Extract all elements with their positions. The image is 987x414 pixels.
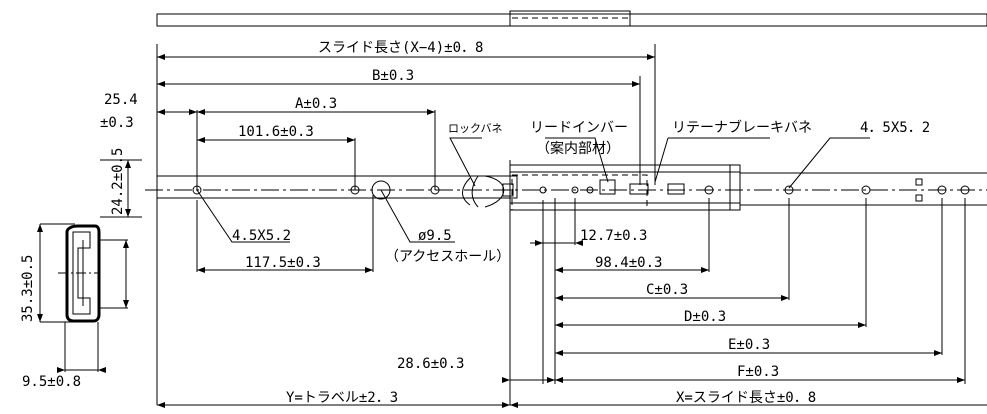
label-c: C±0.3 bbox=[646, 282, 688, 298]
arrowhead bbox=[123, 300, 129, 308]
arrowhead bbox=[197, 109, 205, 115]
label-slot-left: 4.5X5.2 bbox=[232, 228, 291, 244]
label-access-hole: （アクセスホール） bbox=[385, 249, 510, 265]
arrowhead bbox=[781, 295, 789, 301]
label-access-hole-dia: ø9.5 bbox=[418, 228, 452, 244]
label-e: E±0.3 bbox=[728, 337, 770, 353]
dimension-labels: スライド長さ(X−4)±0．8 B±0.3 A±0.3 25.4 ±0.3 10… bbox=[20, 40, 930, 406]
arrowhead bbox=[189, 109, 197, 115]
arrowhead bbox=[427, 109, 435, 115]
arrowhead bbox=[535, 240, 543, 246]
arrowhead bbox=[125, 160, 131, 168]
label-x-slide: X=スライド長さ±0．8 bbox=[676, 390, 816, 406]
holes bbox=[192, 180, 970, 200]
label-25-4: 25.4 bbox=[104, 92, 138, 108]
label-24-2: 24.2±0.5 bbox=[110, 148, 126, 215]
cross-section-profile bbox=[58, 224, 128, 323]
arrowheads bbox=[37, 54, 965, 408]
label-25-4-tol: ±0.3 bbox=[100, 115, 134, 131]
arrowhead bbox=[555, 267, 563, 273]
label-lead-in-bar: リードインバー bbox=[530, 120, 628, 136]
arrowhead bbox=[57, 367, 65, 373]
arrowhead bbox=[858, 322, 866, 328]
arrowhead bbox=[510, 402, 518, 408]
arrowhead bbox=[647, 54, 655, 60]
leader-lines bbox=[196, 137, 870, 243]
arrowhead bbox=[123, 240, 129, 248]
arrowhead bbox=[157, 81, 165, 87]
label-28-6: 28.6±0.3 bbox=[397, 356, 464, 372]
arrowhead bbox=[701, 267, 709, 273]
label-guide-member: （案内部材） bbox=[536, 140, 620, 157]
arrowhead bbox=[575, 240, 583, 246]
label-d: D±0.3 bbox=[684, 309, 726, 325]
arrowhead bbox=[197, 267, 205, 273]
label-retainer-brake-spring: リテーナブレーキバネ bbox=[672, 119, 812, 136]
arrowhead bbox=[197, 137, 205, 143]
label-lock-spring: ロックバネ bbox=[448, 122, 502, 135]
arrowhead bbox=[157, 109, 165, 115]
arrowhead bbox=[555, 377, 563, 383]
arrowhead bbox=[37, 224, 43, 232]
top-view-rail bbox=[156, 10, 987, 27]
side-view-rail bbox=[156, 164, 987, 211]
label-9-5: 9.5±0.8 bbox=[22, 374, 81, 390]
arrowhead bbox=[125, 209, 131, 217]
arrowhead bbox=[934, 350, 942, 356]
arrowhead bbox=[632, 81, 640, 87]
arrowhead bbox=[347, 137, 355, 143]
label-f: F±0.3 bbox=[737, 364, 779, 380]
label-travel: Y=トラベル±2．3 bbox=[286, 390, 398, 406]
label-101-6: 101.6±0.3 bbox=[238, 124, 314, 140]
arrowhead bbox=[555, 350, 563, 356]
arrowhead bbox=[157, 402, 165, 408]
arrowhead bbox=[365, 267, 373, 273]
label-117-5: 117.5±0.3 bbox=[245, 255, 321, 271]
label-a: A±0.3 bbox=[295, 96, 337, 112]
label-35-3: 35.3±0.5 bbox=[20, 255, 36, 322]
label-98-4: 98.4±0.3 bbox=[595, 255, 662, 271]
label-slot-right: 4．5X5．2 bbox=[860, 120, 930, 136]
label-slide-length: スライド長さ(X−4)±0．8 bbox=[318, 40, 483, 56]
label-b: B±0.3 bbox=[372, 68, 414, 84]
arrowhead bbox=[37, 314, 43, 322]
arrowhead bbox=[547, 377, 555, 383]
arrowhead bbox=[502, 377, 510, 383]
extension-lines bbox=[40, 44, 966, 405]
arrowhead bbox=[555, 322, 563, 328]
arrowhead bbox=[98, 367, 106, 373]
arrowhead bbox=[502, 402, 510, 408]
arrowhead bbox=[957, 377, 965, 383]
arrowhead bbox=[555, 295, 563, 301]
label-12-7: 12.7±0.3 bbox=[580, 228, 647, 244]
dimension-lines bbox=[39, 56, 987, 406]
arrowhead bbox=[157, 54, 165, 60]
